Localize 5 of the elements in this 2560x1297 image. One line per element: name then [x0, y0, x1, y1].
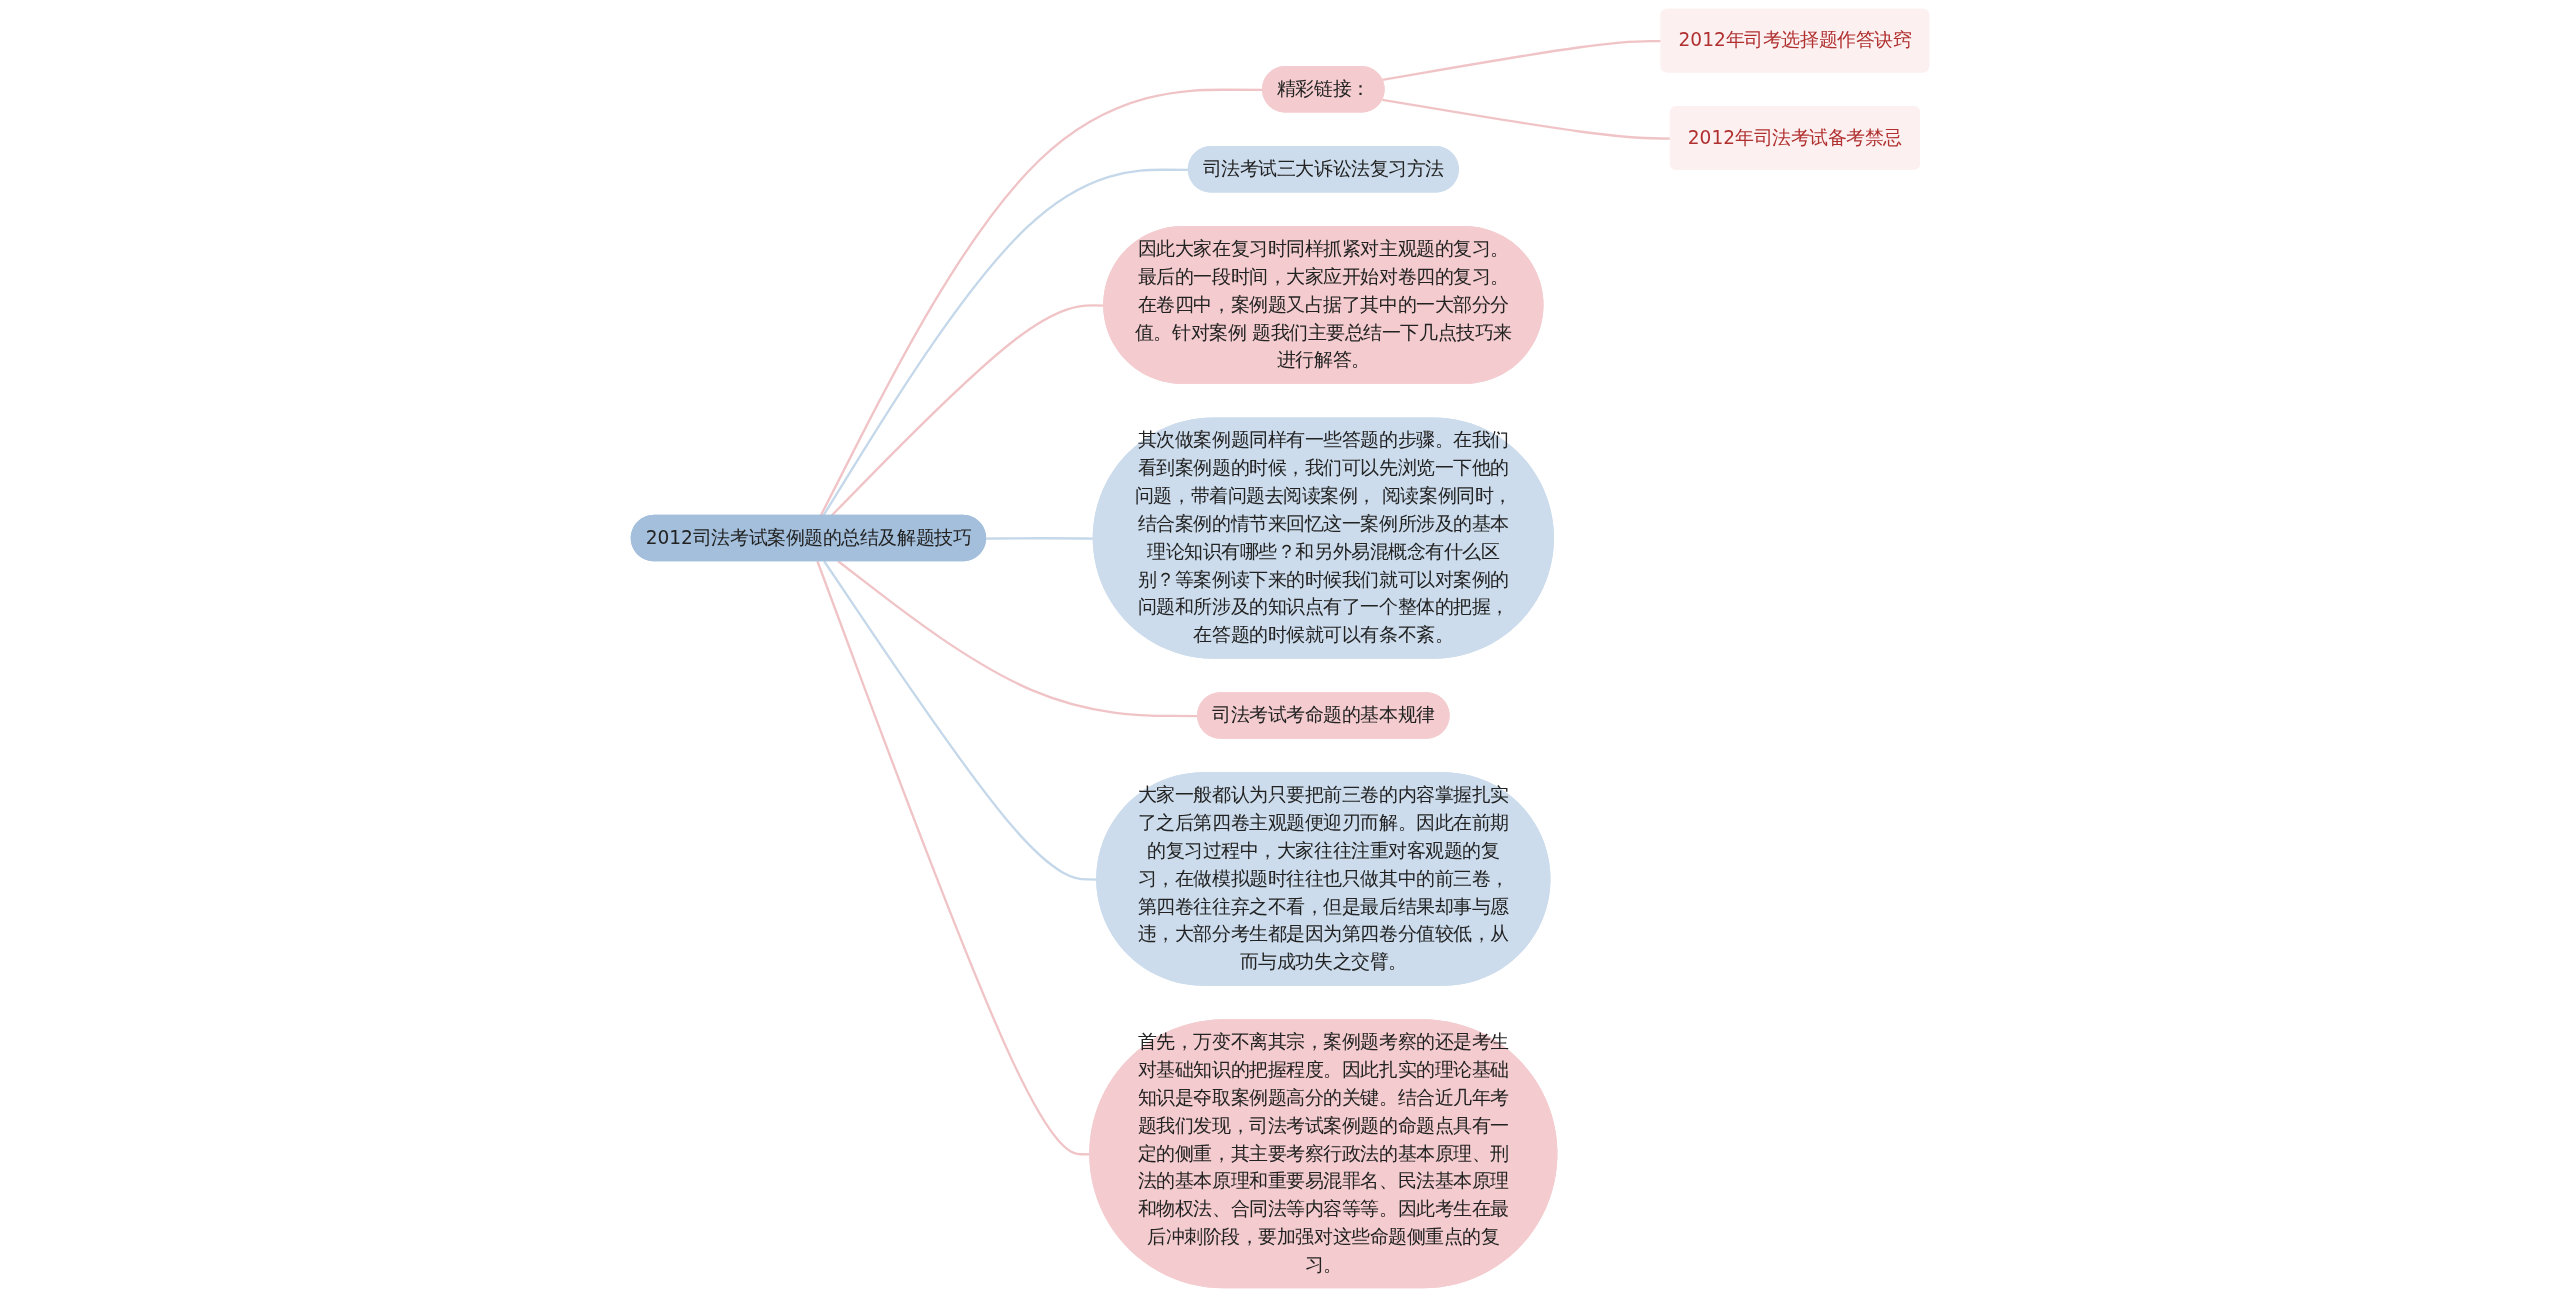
connector: [822, 168, 1189, 517]
connector: [986, 537, 1094, 540]
connector: [1382, 98, 1671, 140]
connector: [1382, 39, 1662, 82]
connector: [837, 560, 1199, 718]
